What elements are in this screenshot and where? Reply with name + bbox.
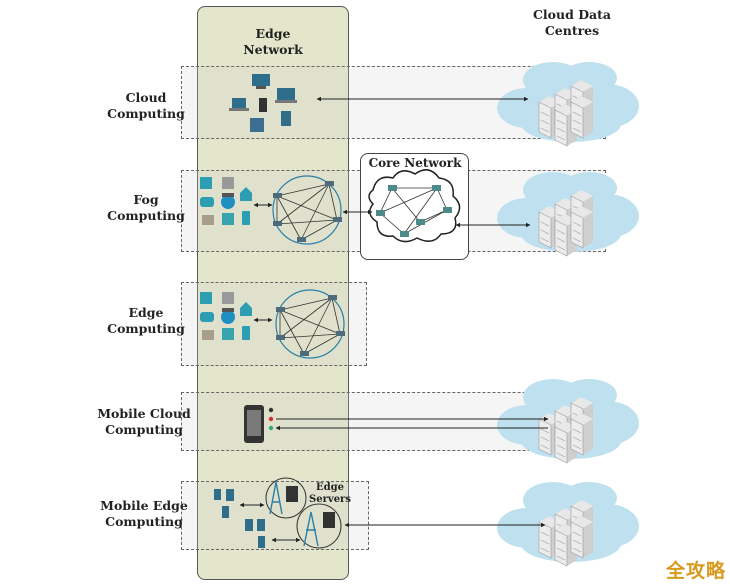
signal-icon [268, 407, 274, 431]
edge-server-cell-1 [265, 477, 307, 519]
cloud-data-centres-title: Cloud Data Centres [532, 7, 612, 38]
row-label-fog: Fog Computing [107, 192, 185, 223]
row-label-cloud: Cloud Computing [107, 90, 185, 121]
edge-iot-devices-icon [200, 292, 252, 340]
edge-network-title: Edge Network [243, 26, 303, 57]
devices-icon [229, 74, 297, 132]
row-label-edge: Edge Computing [107, 305, 185, 336]
edge-server-cell-2 [296, 503, 342, 549]
row-label-mobile-edge: Mobile Edge Computing [100, 498, 188, 529]
fog-iot-devices-icon [200, 177, 252, 225]
edge-mesh-network-icon [275, 289, 346, 359]
watermark: 全攻略 [666, 560, 727, 582]
fog-mesh-network-icon [272, 175, 343, 245]
smartphone-icon [244, 405, 264, 443]
core-network-cloud-icon [368, 169, 461, 243]
mobile-devices-icon [214, 489, 265, 548]
core-network-title: Core Network [368, 156, 462, 170]
cloud-datacentre-1 [497, 62, 639, 146]
cloud-datacentre-2 [497, 172, 639, 256]
row-label-mobile-cloud: Mobile Cloud Computing [97, 406, 191, 437]
cloud-datacentre-3 [497, 379, 639, 463]
cloud-datacentre-4 [497, 482, 639, 566]
edge-servers-label: Edge Servers [309, 482, 351, 505]
